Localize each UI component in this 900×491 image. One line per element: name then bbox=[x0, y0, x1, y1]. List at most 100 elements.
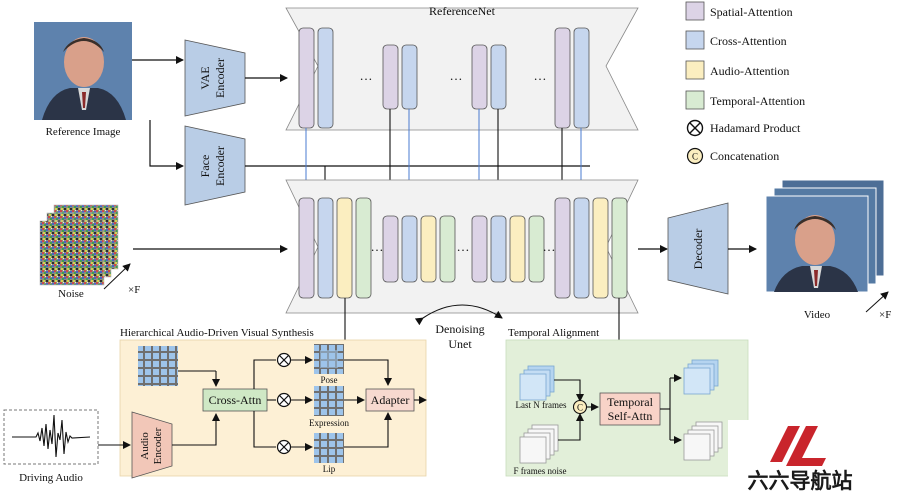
cross-attn-label: Cross-Attn bbox=[209, 393, 262, 407]
referencenet-title: ReferenceNet bbox=[429, 4, 496, 18]
legend-cross-swatch bbox=[685, 30, 705, 50]
reference-image-label: Reference Image bbox=[46, 126, 121, 138]
branch-lip bbox=[253, 411, 276, 448]
face-encoder-line2: Encoder bbox=[213, 146, 227, 186]
unet-audio-block-4 bbox=[592, 197, 609, 299]
face-encoder-line1: Face bbox=[198, 155, 212, 178]
hierarchical-title: Hierarchical Audio-Driven Visual Synthes… bbox=[120, 327, 314, 339]
last-n-frames-label: Last N frames bbox=[516, 400, 567, 410]
noise-label: Noise bbox=[58, 288, 84, 300]
pose-label: Pose bbox=[320, 375, 337, 385]
unet-audio-block-3 bbox=[509, 215, 526, 283]
noise-times-f: ×F bbox=[128, 284, 140, 296]
video-output bbox=[765, 179, 885, 293]
unet-spatial-block-3 bbox=[471, 215, 488, 283]
legend-spatial-swatch bbox=[685, 1, 705, 21]
output-frames-stack bbox=[683, 359, 719, 395]
hadamard-icon bbox=[686, 119, 704, 137]
unet-cross-block-1 bbox=[317, 197, 334, 299]
ref-ellipsis-3: … bbox=[534, 68, 547, 83]
unet-ellipsis-2: … bbox=[457, 239, 470, 254]
arrow-ref-to-face bbox=[149, 120, 184, 170]
lip-grid bbox=[314, 433, 344, 463]
concat-icon-letter: C bbox=[692, 152, 698, 162]
ref-cross-block-2 bbox=[401, 44, 418, 110]
ref-ellipsis-2: … bbox=[450, 68, 463, 83]
watermark-logo-icon bbox=[770, 426, 826, 466]
ref-cross-block-3 bbox=[490, 44, 507, 110]
noise-frames-arrow bbox=[103, 263, 131, 290]
unet-temporal-block-4 bbox=[611, 197, 628, 299]
referencenet-blocks bbox=[298, 27, 590, 129]
f-frames-noise-label: F frames noise bbox=[514, 466, 567, 476]
temporal-self-attn-box bbox=[599, 392, 661, 426]
pose-to-adapter bbox=[344, 359, 392, 386]
unet-temporal-block-1 bbox=[355, 197, 372, 299]
unet-cross-block-4 bbox=[573, 197, 590, 299]
last-n-frames-stack bbox=[519, 365, 555, 401]
concat-icon: C bbox=[686, 147, 704, 165]
temporal-concat-icon: C bbox=[572, 399, 588, 415]
face-encoder bbox=[184, 125, 246, 206]
legend-hadamard-label: Hadamard Product bbox=[710, 121, 801, 135]
temporal-concat-letter: C bbox=[577, 403, 583, 413]
denoising-unet-blocks bbox=[298, 197, 628, 299]
hadamard-lip-icon bbox=[276, 439, 292, 455]
reference-image bbox=[34, 22, 132, 120]
vae-encoder bbox=[184, 39, 246, 117]
audio-encoder-line2: Encoder bbox=[152, 427, 164, 464]
temporal-self-attn-line1: Temporal bbox=[607, 395, 653, 409]
decoder-label: Decoder bbox=[691, 229, 705, 270]
ref-spatial-block-3 bbox=[471, 44, 488, 110]
unet-cross-block-2 bbox=[401, 215, 418, 283]
unet-ellipsis-1: … bbox=[371, 239, 384, 254]
unet-audio-block-1 bbox=[336, 197, 353, 299]
legend-audio-swatch bbox=[685, 60, 705, 80]
legend-spatial-label: Spatial-Attention bbox=[710, 5, 793, 19]
watermark-text: 六六导航站 bbox=[748, 469, 853, 491]
temporal-alignment-title: Temporal Alignment bbox=[508, 327, 599, 339]
ref-spatial-block-2 bbox=[382, 44, 399, 110]
legend: Spatial-Attention Cross-Attention Audio-… bbox=[685, 1, 805, 165]
audio-encoder-line1: Audio bbox=[139, 432, 151, 460]
video-label: Video bbox=[804, 309, 831, 321]
lastn-to-concat bbox=[554, 379, 584, 402]
legend-audio-label: Audio-Attention bbox=[710, 64, 789, 78]
visual-feature-grid bbox=[138, 346, 178, 386]
adapter-label: Adapter bbox=[371, 393, 410, 407]
lip-label: Lip bbox=[323, 464, 336, 474]
legend-cross-label: Cross-Attention bbox=[710, 34, 787, 48]
hadamard-expression-icon bbox=[276, 392, 292, 408]
denoising-brace bbox=[414, 304, 503, 326]
noise-frames-stack bbox=[519, 424, 559, 464]
legend-temporal-label: Temporal-Attention bbox=[710, 94, 805, 108]
legend-concat-label: Concatenation bbox=[710, 149, 779, 163]
branch-pose bbox=[253, 359, 276, 389]
unet-ellipsis-3: … bbox=[543, 239, 556, 254]
audio-to-crossattn-arrow bbox=[172, 413, 220, 446]
ref-ellipsis-1: … bbox=[360, 68, 373, 83]
video-times-f: ×F bbox=[879, 309, 891, 321]
noise-stack bbox=[39, 204, 119, 286]
unet-cross-block-3 bbox=[490, 215, 507, 283]
lip-to-adapter bbox=[344, 412, 392, 448]
hadamard-pose-icon bbox=[276, 352, 292, 368]
vae-encoder-line2: Encoder bbox=[213, 58, 227, 98]
legend-temporal-swatch bbox=[685, 90, 705, 110]
driving-audio-label: Driving Audio bbox=[19, 472, 83, 484]
vae-encoder-line1: VAE bbox=[198, 66, 212, 89]
unet-temporal-block-3 bbox=[528, 215, 545, 283]
denoising-label-line1: Denoising bbox=[435, 322, 484, 336]
temporal-self-attn-line2: Self-Attn bbox=[608, 409, 653, 423]
unet-spatial-block-1 bbox=[298, 197, 315, 299]
noise-to-concat bbox=[558, 413, 584, 441]
ref-spatial-block-1 bbox=[298, 27, 315, 129]
unet-temporal-block-2 bbox=[439, 215, 456, 283]
ref-spatial-block-4 bbox=[554, 27, 571, 129]
decoder bbox=[667, 202, 729, 295]
unet-audio-block-2 bbox=[420, 215, 437, 283]
audio-waveform bbox=[12, 414, 91, 458]
denoising-label-line2: Unet bbox=[448, 337, 472, 351]
